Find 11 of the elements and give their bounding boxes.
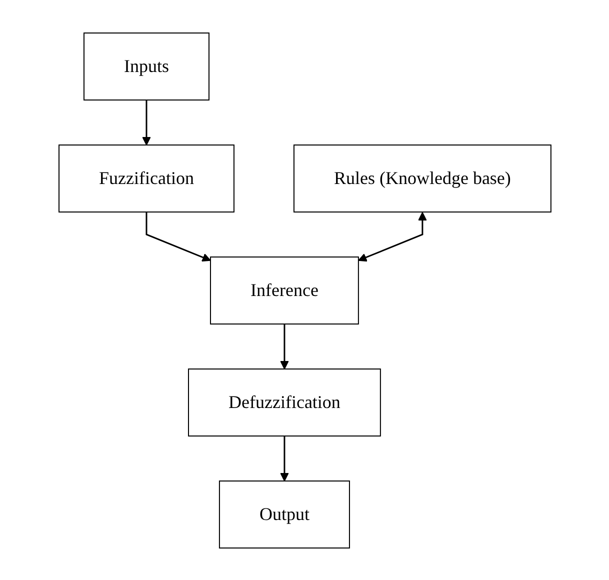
- arrow: [280, 436, 288, 481]
- arrow: [358, 212, 426, 262]
- arrow: [280, 324, 288, 369]
- arrow: [145, 212, 210, 262]
- node-box: Defuzzification: [188, 368, 380, 436]
- node-box: Inference: [210, 256, 358, 324]
- node-box: Output: [218, 480, 350, 548]
- node-box: Inputs: [83, 32, 210, 100]
- arrow: [142, 100, 150, 145]
- node-box: Fuzzification: [58, 144, 234, 212]
- node-box: Rules (Knowledge base): [293, 144, 551, 212]
